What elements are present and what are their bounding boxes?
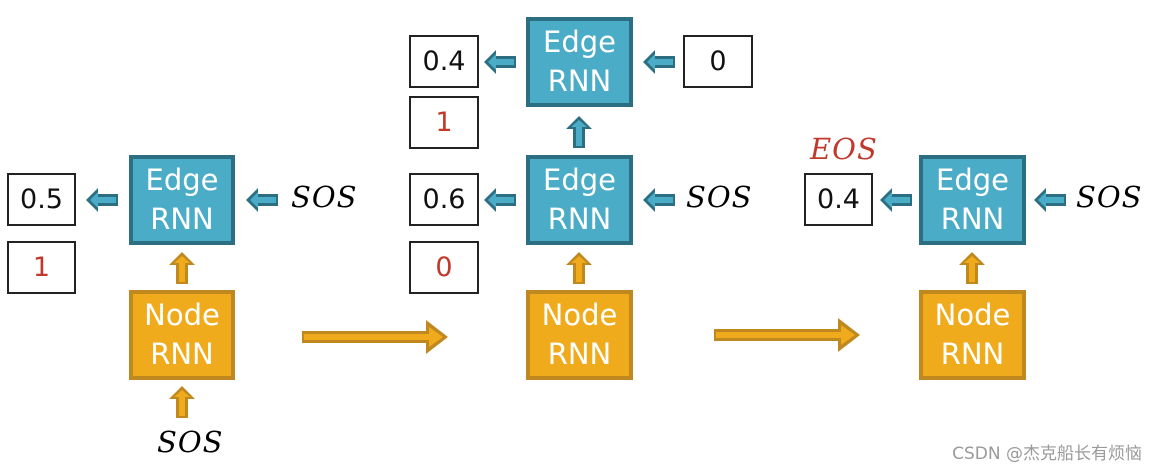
step3-edge-rnn: Edge RNN xyxy=(919,155,1026,245)
node-rnn-line1: Node xyxy=(934,298,1011,332)
node-rnn-line1: Node xyxy=(541,298,618,332)
step3-output-arrow-icon xyxy=(880,188,912,212)
step1-to-step2-arrow-icon xyxy=(302,320,448,354)
edge-rnn-line2: RNN xyxy=(940,202,1005,236)
step1-node-to-edge-arrow-icon xyxy=(169,252,195,284)
edge-rnn-line1: Edge xyxy=(936,163,1009,197)
edge-rnn-line2: RNN xyxy=(150,202,214,236)
node-rnn-line2: RNN xyxy=(940,337,1005,371)
step3-edge-output-box: 0.4 xyxy=(804,173,873,226)
edge-rnn-line1: Edge xyxy=(543,163,616,197)
step1-edge-label-box: 1 xyxy=(7,241,76,294)
node-rnn-line2: RNN xyxy=(150,337,214,371)
step3-node-to-edge-arrow-icon xyxy=(959,252,985,284)
step3-edge-sos-token: SOS xyxy=(1076,180,1143,214)
step3-node-rnn: Node RNN xyxy=(919,290,1026,380)
step2-edge-b-label-box: 1 xyxy=(409,96,479,149)
step2-edge-to-edge-arrow-icon xyxy=(566,116,592,148)
step2-edge-a-output-box: 0.6 xyxy=(409,173,479,226)
step3-eos-token: EOS xyxy=(810,132,878,166)
step1-output-arrow-icon xyxy=(86,188,118,212)
step1-edge-sos-token: SOS xyxy=(291,180,358,214)
edge-rnn-line1: Edge xyxy=(145,163,219,197)
step3-sos-input-arrow-icon xyxy=(1034,188,1066,212)
watermark: CSDN @杰克船长有烦恼 xyxy=(952,444,1142,464)
step2-edge-rnn-b: Edge RNN xyxy=(526,17,633,107)
step2-edge-rnn-a: Edge RNN xyxy=(526,155,633,245)
step2-edge-a-label-box: 0 xyxy=(409,241,479,294)
step2-node-rnn: Node RNN xyxy=(526,290,633,380)
step2-node-to-edge-arrow-icon xyxy=(566,252,592,284)
step1-node-rnn: Node RNN xyxy=(129,290,235,380)
step2-edge-b-output-box: 0.4 xyxy=(409,35,479,88)
step2-sos-input-arrow-icon xyxy=(643,188,675,212)
step1-edge-rnn: Edge RNN xyxy=(129,155,235,245)
step1-edge-output-box: 0.5 xyxy=(7,173,76,226)
node-rnn-line1: Node xyxy=(144,298,220,332)
step2-edge-b-output-arrow-icon xyxy=(484,50,516,74)
step1-sos-to-node-arrow-icon xyxy=(169,386,195,418)
edge-rnn-line2: RNN xyxy=(547,202,612,236)
step2-edge-b-input-box: 0 xyxy=(683,35,753,88)
step1-sos-input-arrow-icon xyxy=(246,188,278,212)
step1-node-sos-token: SOS xyxy=(157,425,224,459)
step2-to-step3-arrow-icon xyxy=(714,318,860,352)
node-rnn-line2: RNN xyxy=(547,337,612,371)
edge-rnn-line2: RNN xyxy=(547,64,612,98)
edge-rnn-line1: Edge xyxy=(543,25,616,59)
step2-edge-b-input-arrow-icon xyxy=(643,50,675,74)
step2-edge-a-output-arrow-icon xyxy=(484,188,516,212)
step2-edge-sos-token: SOS xyxy=(686,180,753,214)
